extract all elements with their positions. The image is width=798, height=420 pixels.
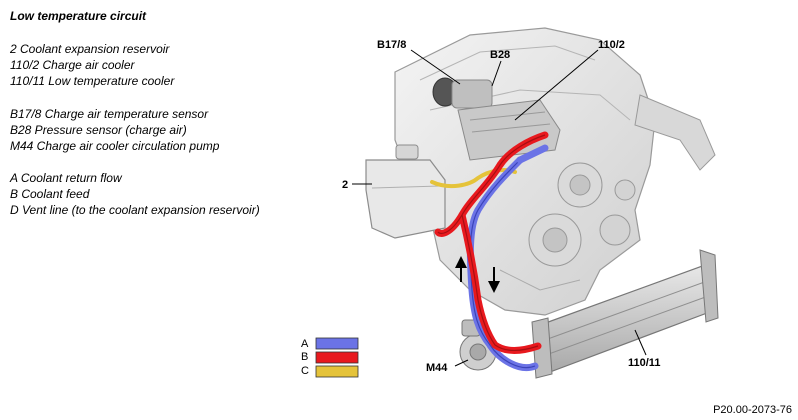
callout-b17-8: B17/8 bbox=[377, 39, 406, 51]
line-key: A B C bbox=[301, 337, 359, 378]
callout-m44: M44 bbox=[426, 362, 448, 374]
component-item: 110/2 Charge air cooler bbox=[10, 58, 135, 72]
sensor-item: B17/8 Charge air temperature sensor bbox=[10, 107, 209, 121]
key-letter-b: B bbox=[301, 351, 308, 363]
diagram-title: Low temperature circuit bbox=[10, 9, 147, 23]
component-item: 2 Coolant expansion reservoir bbox=[10, 42, 170, 56]
coolant-lines bbox=[430, 131, 549, 371]
key-swatch-b bbox=[315, 351, 359, 364]
circulation-pump bbox=[459, 319, 497, 371]
key-letter-c: C bbox=[301, 365, 309, 377]
callout-110-2: 110/2 bbox=[598, 39, 625, 51]
sensor-list: B17/8 Charge air temperature sensor B28 … bbox=[10, 106, 260, 154]
engine-block bbox=[394, 27, 716, 316]
low-temperature-cooler bbox=[531, 249, 719, 379]
document-id: P20.00-2073-76 bbox=[713, 404, 792, 416]
callout-110-11: 110/11 bbox=[628, 357, 660, 369]
component-item: 110/11 Low temperature cooler bbox=[10, 74, 175, 88]
line-item: D Vent line (to the coolant expansion re… bbox=[10, 203, 260, 217]
callout-leaders bbox=[352, 49, 647, 367]
line-item: B Coolant feed bbox=[10, 187, 90, 201]
callout-b28: B28 bbox=[490, 49, 510, 61]
line-item: A Coolant return flow bbox=[10, 171, 122, 185]
line-list: A Coolant return flow B Coolant feed D V… bbox=[10, 170, 260, 218]
key-swatch-c bbox=[315, 365, 359, 378]
sensor-item: B28 Pressure sensor (charge air) bbox=[10, 123, 187, 137]
sensor-item: M44 Charge air cooler circulation pump bbox=[10, 139, 220, 153]
callout-2: 2 bbox=[342, 179, 348, 191]
component-list: 2 Coolant expansion reservoir 110/2 Char… bbox=[10, 41, 260, 89]
coolant-reservoir bbox=[365, 144, 446, 239]
key-letter-a: A bbox=[301, 338, 309, 350]
key-swatch-a bbox=[315, 337, 359, 350]
